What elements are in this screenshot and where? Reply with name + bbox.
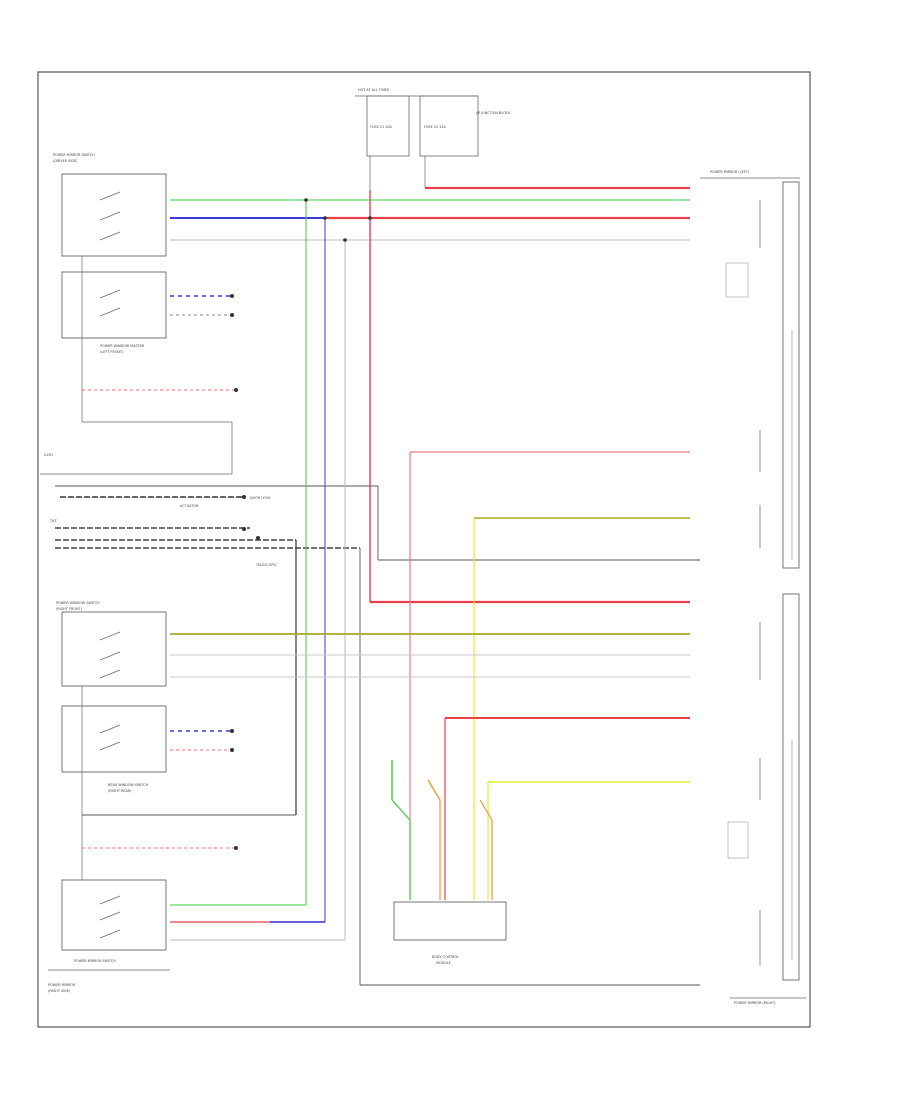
wire-orange-module	[427, 779, 441, 801]
svg-text:(RIGHT REAR): (RIGHT REAR)	[108, 789, 132, 793]
left-top-switch: POWER MIRROR SWITCH (DRIVER SIDE)	[53, 153, 167, 257]
fuse-block: HOT AT ALL TIMES FUSE 21 10A FUSE 22 15A…	[355, 88, 511, 190]
left-mid-ground: G201	[40, 256, 235, 475]
svg-text:(RIGHT FRONT): (RIGHT FRONT)	[56, 607, 83, 611]
svg-text:MODULE: MODULE	[436, 961, 451, 965]
svg-text:POWER MIRROR: POWER MIRROR	[48, 983, 76, 987]
svg-text:(LEFT FRONT): (LEFT FRONT)	[100, 350, 124, 354]
svg-text:POWER MIRROR SWITCH: POWER MIRROR SWITCH	[74, 959, 116, 963]
svg-text:POWER WINDOW SWITCH: POWER WINDOW SWITCH	[56, 601, 100, 605]
right-bottom-connector: POWER MIRROR (RIGHT)	[727, 593, 806, 1005]
svg-text:TILT: TILT	[49, 519, 57, 523]
svg-text:G201: G201	[44, 453, 53, 457]
svg-text:DOOR LOCK: DOOR LOCK	[250, 496, 271, 500]
splice-points	[304, 198, 372, 242]
tilt-block: TILT TELESCOPIC	[49, 519, 361, 985]
svg-text:POWER MIRROR (LEFT): POWER MIRROR (LEFT)	[710, 170, 750, 174]
lf-window-switch: POWER WINDOW MASTER (LEFT FRONT)	[61, 271, 167, 354]
svg-text:(DRIVER SIDE): (DRIVER SIDE)	[53, 159, 78, 163]
junction-label: I/P JUNCTION BLOCK	[476, 111, 511, 115]
body-control-module: BODY CONTROL MODULE	[393, 901, 507, 965]
svg-text:POWER MIRROR SWITCH: POWER MIRROR SWITCH	[53, 153, 95, 157]
diagram-frame	[37, 71, 811, 1028]
svg-text:(RIGHT SIDE): (RIGHT SIDE)	[48, 989, 71, 993]
wire-network	[170, 186, 700, 986]
svg-text:BODY CONTROL: BODY CONTROL	[432, 955, 459, 959]
fuse-a-label: FUSE 21 10A	[370, 125, 393, 129]
right-top-connector: POWER MIRROR (LEFT)	[700, 170, 800, 569]
svg-text:TELESCOPIC: TELESCOPIC	[255, 563, 277, 567]
svg-text:POWER WINDOW MASTER: POWER WINDOW MASTER	[100, 344, 145, 348]
lower-mirror-switch: POWER MIRROR SWITCH POWER MIRROR (RIGHT …	[48, 879, 170, 993]
svg-text:POWER MIRROR (RIGHT): POWER MIRROR (RIGHT)	[734, 1001, 776, 1005]
lock-actuator: DOOR LOCK ACTUATOR	[55, 485, 700, 561]
rear-window-switch: REAR WINDOW SWITCH (RIGHT REAR)	[61, 686, 296, 880]
fuse-top-label: HOT AT ALL TIMES	[358, 88, 389, 92]
right-window-switch: POWER WINDOW SWITCH (RIGHT FRONT)	[56, 601, 167, 687]
fuse-b-label: FUSE 22 15A	[424, 125, 447, 129]
svg-text:ACTUATOR: ACTUATOR	[180, 504, 199, 508]
svg-text:REAR WINDOW SWITCH: REAR WINDOW SWITCH	[108, 783, 149, 787]
